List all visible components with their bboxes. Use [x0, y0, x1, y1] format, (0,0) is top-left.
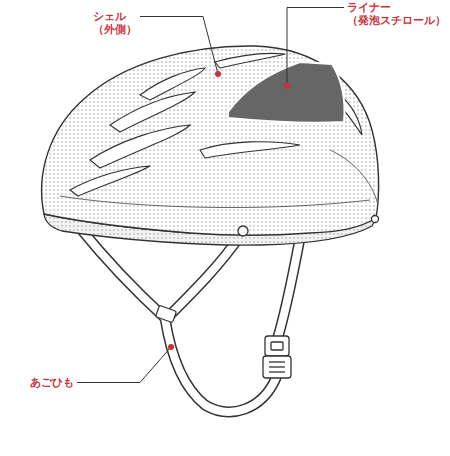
- leader-dot: [215, 71, 221, 77]
- buckle: [269, 361, 285, 362]
- part-label: ライナー （発泡スチロール）: [347, 1, 446, 27]
- strap: [80, 228, 300, 412]
- strap-outline: [80, 228, 300, 412]
- helmet-shell: [60, 196, 370, 208]
- strap-slider: [155, 305, 176, 322]
- buckle: [269, 366, 285, 367]
- strap: [170, 236, 240, 315]
- helmet-shell: [42, 46, 379, 235]
- strap: [277, 238, 300, 340]
- leader-line: [287, 8, 344, 87]
- buckle: [271, 342, 283, 350]
- rivet: [238, 226, 248, 236]
- strap-outline: [170, 236, 240, 315]
- strap: [165, 318, 276, 412]
- liner-window: [228, 62, 345, 123]
- helmet-vent: [140, 68, 205, 100]
- helmet-vent: [90, 125, 190, 168]
- buckle: [265, 336, 289, 356]
- rivet: [238, 216, 379, 237]
- buckle: [263, 356, 291, 378]
- helmet-shell: [42, 46, 379, 235]
- helmet-shell: [330, 150, 378, 205]
- liner-window: [228, 62, 345, 123]
- strap-outline: [165, 318, 276, 412]
- part-label: シェル（外側）: [93, 10, 137, 36]
- rivet: [372, 216, 379, 223]
- strap-slider: [155, 305, 176, 322]
- helmet-vent: [70, 53, 362, 196]
- helmet-vent: [215, 53, 285, 68]
- buckle: [263, 336, 291, 378]
- helmet-vent: [70, 166, 150, 196]
- leader-line: [77, 347, 171, 383]
- part-label: あごひも: [30, 376, 74, 389]
- leader-line: [140, 17, 218, 75]
- leader-dot: [284, 83, 290, 89]
- helmet-vent: [200, 142, 300, 158]
- buckle: [269, 371, 285, 372]
- strap-outline: [277, 238, 300, 340]
- leader-dot: [168, 344, 174, 350]
